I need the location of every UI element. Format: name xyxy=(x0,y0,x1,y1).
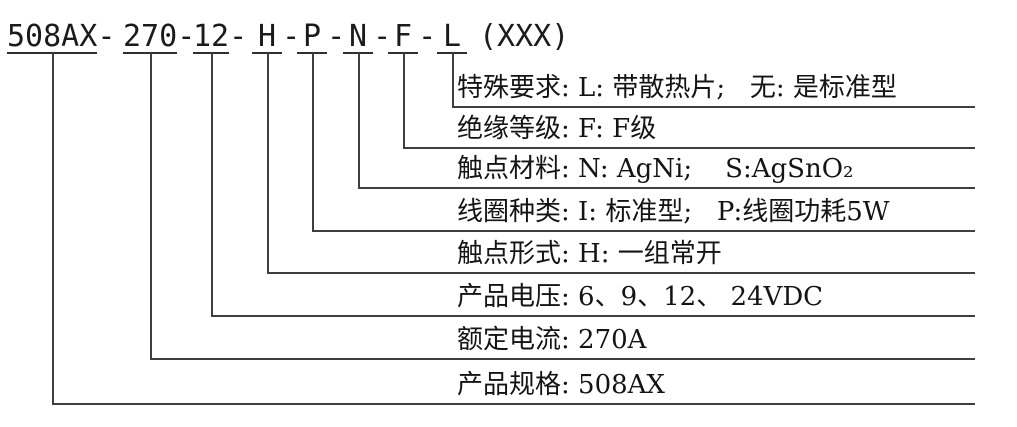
segment-separator: - xyxy=(229,19,248,54)
part-number-segment-f: F- xyxy=(388,21,436,54)
segment-code: N xyxy=(343,21,374,54)
legend-row-contact-form: 触点形式: H: 一组常开 xyxy=(457,239,722,269)
segment-separator: - xyxy=(282,19,301,54)
segment-separator: - xyxy=(373,19,392,54)
segment-code: F xyxy=(388,21,419,54)
legend-row-contact-material: 触点材料: N: AgNi; S:AgSnO₂ xyxy=(457,154,854,184)
row-underline-product-spec xyxy=(52,403,975,405)
connector-vertical-270 xyxy=(150,53,152,359)
legend-row-rated-current: 额定电流: 270A xyxy=(457,325,647,355)
segment-separator: - xyxy=(327,19,346,54)
part-number-segment-n: N- xyxy=(343,21,391,54)
segment-separator: - xyxy=(418,19,437,54)
row-underline-insulation-class xyxy=(403,147,975,149)
connector-vertical-12 xyxy=(211,53,213,316)
segment-separator: - xyxy=(97,19,116,54)
part-number-segment-270: 270- xyxy=(123,21,195,54)
legend-row-product-spec: 产品规格: 508AX xyxy=(457,370,665,400)
part-number-segment-p: P- xyxy=(297,21,345,54)
segment-code: H xyxy=(252,21,283,54)
legend-row-coil-type: 线圈种类: I: 标准型; P:线圈功耗5W xyxy=(457,197,890,227)
segment-code: 508AX xyxy=(7,19,98,54)
segment-code: 12 xyxy=(193,19,230,54)
connector-vertical-f xyxy=(403,53,405,148)
connector-vertical-h xyxy=(267,53,269,273)
connector-vertical-508ax xyxy=(52,53,54,404)
connector-vertical-l xyxy=(452,53,454,107)
part-number-segment-l: L xyxy=(437,21,468,54)
row-underline-coil-type xyxy=(312,230,975,232)
segment-code: L xyxy=(437,21,468,54)
row-underline-contact-material xyxy=(358,187,975,189)
part-number-segment-508ax: 508AX- xyxy=(7,21,115,54)
row-underline-special-requirement xyxy=(452,106,975,108)
legend-row-special-requirement: 特殊要求: L: 带散热片; 无: 是标准型 xyxy=(457,73,897,103)
row-underline-product-voltage xyxy=(211,315,975,317)
segment-code: P xyxy=(297,21,328,54)
connector-vertical-n xyxy=(358,53,360,188)
legend-row-insulation-class: 绝缘等级: F: F级 xyxy=(457,114,657,144)
legend-row-product-voltage: 产品电压: 6、9、12、 24VDC xyxy=(457,282,824,312)
connector-vertical-p xyxy=(312,53,314,231)
row-underline-rated-current xyxy=(150,358,975,360)
segment-separator: - xyxy=(177,19,196,54)
segment-code: 270 xyxy=(123,19,178,54)
part-number-segment-h: H- xyxy=(252,21,300,54)
row-underline-contact-form xyxy=(267,272,975,274)
part-number-segment-12: 12- xyxy=(193,21,247,54)
part-number-suffix: (XXX) xyxy=(479,19,570,54)
